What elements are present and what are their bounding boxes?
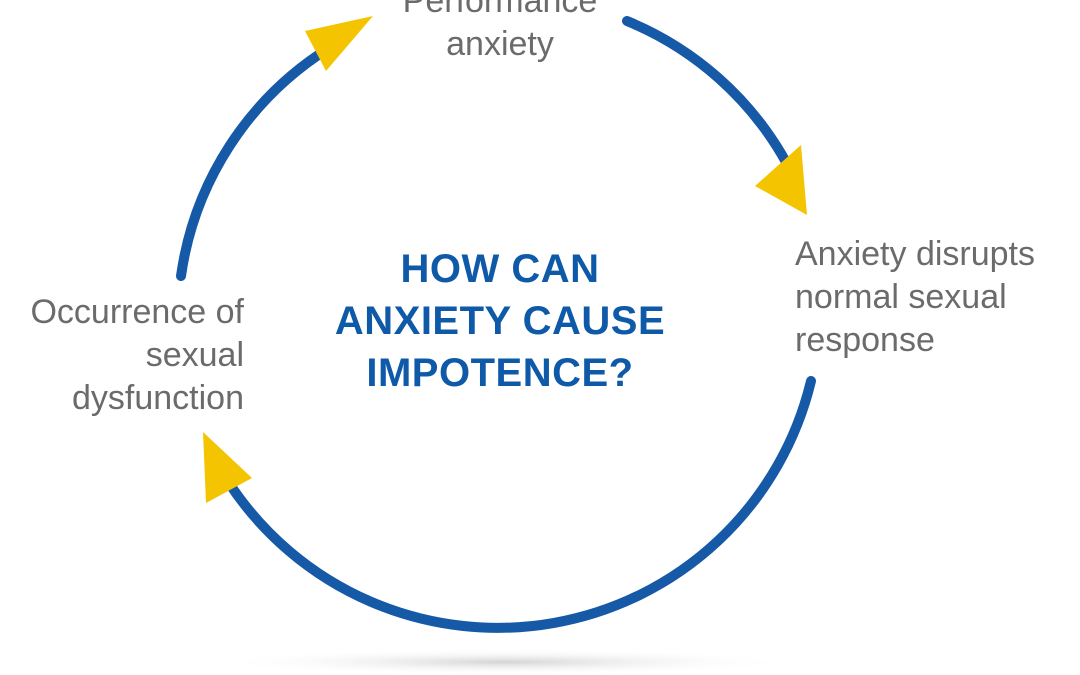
arrowhead-right-icon <box>755 145 807 215</box>
step-label-line: anxiety <box>446 25 554 63</box>
title-line: HOW CAN <box>400 247 600 291</box>
title-line: ANXIETY CAUSE <box>334 299 666 343</box>
step-label-line: dysfunction <box>72 379 244 417</box>
cycle-arc-left <box>176 43 334 281</box>
title-line: IMPOTENCE? <box>366 351 634 395</box>
cycle-arc-top-right <box>622 16 791 167</box>
step-label-line: Occurrence of <box>30 293 244 331</box>
arrowhead-bottom-left-icon <box>203 432 252 503</box>
step-label-line: normal sexual <box>795 278 1007 316</box>
step-label-line: Anxiety disrupts <box>795 235 1035 273</box>
cycle-arc-bottom <box>224 376 816 633</box>
step-label-sexual-dysfunction: Occurrence of sexual dysfunction <box>0 291 244 420</box>
step-label-line: response <box>795 321 935 359</box>
step-label-line: sexual <box>145 336 244 374</box>
arrowhead-top-left-icon <box>305 16 373 71</box>
step-label-anxiety-disrupts: Anxiety disrupts normal sexual response <box>795 233 1035 362</box>
diagram-center-title: HOW CAN ANXIETY CAUSE IMPOTENCE? <box>300 243 700 399</box>
step-label-performance-anxiety: Performance anxiety <box>300 0 700 66</box>
step-label-line: Performance <box>402 0 598 20</box>
ground-shadow <box>215 649 795 675</box>
